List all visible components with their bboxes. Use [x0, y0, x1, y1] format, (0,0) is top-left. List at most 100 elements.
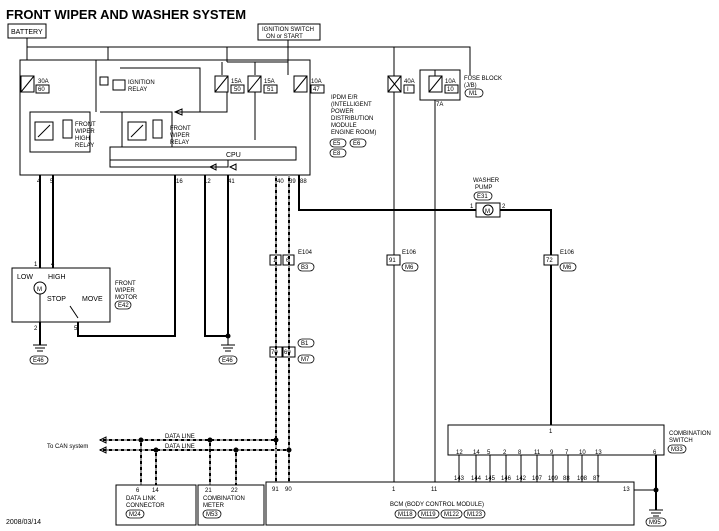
wiper-relay-label-1: FRONT: [170, 126, 191, 132]
ipdm-label-1: IPDM E/R: [331, 95, 358, 101]
bus-drops: [26, 47, 436, 76]
combo-upper-pin-8: 8: [518, 450, 522, 456]
combo-upper-pin-2: 2: [503, 450, 507, 456]
washer-pin1: 1: [470, 204, 474, 210]
e106b-pin: 72: [546, 258, 553, 264]
fuse-10a-10-no: 10: [447, 87, 454, 93]
conn-b3: B3: [301, 265, 309, 271]
combo-upper-pin-6: 6: [653, 450, 657, 456]
high-relay-label-4: RELAY: [75, 143, 94, 149]
fuse-10a-47-amp: 10A: [311, 79, 322, 85]
bcm-pin11: 11: [431, 487, 438, 493]
ground-e46b: E46: [222, 358, 233, 364]
meter-pin21: 21: [205, 488, 212, 494]
dlc-pin6: 6: [136, 488, 140, 494]
conn-m1-pill: [464, 88, 484, 98]
fuse-10a-10-no-box: [444, 84, 459, 94]
high-relay-box: [29, 111, 91, 153]
fuse-15a-51-no-box: [263, 84, 278, 94]
ground-e46b-wires: [204, 175, 229, 337]
conn-m33-pill: [667, 444, 687, 454]
can-splice-2: [286, 447, 292, 453]
ignition-relay-label1: IGNITION: [128, 80, 155, 86]
high-relay-label-2: WIPER: [75, 129, 95, 135]
fuse-feed: [221, 61, 288, 75]
conn-e31: E31: [477, 194, 488, 200]
e106b-pin-box: [543, 254, 559, 266]
ipdm-pin-40: 40: [277, 179, 284, 185]
high-relay-label-3: HIGH: [75, 136, 90, 142]
battery-bus-wire: [26, 38, 471, 76]
diagram-date: 2008/03/14: [6, 519, 41, 526]
motor-pin1: 1: [34, 262, 38, 268]
combo-upper-pin-12: 12: [456, 450, 463, 456]
fuse-block-box: [419, 69, 461, 101]
high-relay-label-1: FRONT: [75, 122, 96, 128]
diode-1-icon: [173, 108, 183, 116]
ipdm-label-2: (INTELLIGENT: [331, 102, 372, 108]
dlc-label2: CONNECTOR: [126, 503, 165, 509]
fuse-15a-51-amp: 15A: [264, 79, 275, 85]
fuse-40a-amp: 40A: [404, 79, 415, 85]
conn-m123-pill: [463, 509, 486, 519]
conn-e6-pill: [349, 138, 367, 148]
washer-motor-icon: [482, 204, 494, 216]
can-arrow-icon: [98, 436, 107, 454]
can-splice-1: [273, 437, 279, 443]
combo-upper-pin-14: 14: [473, 450, 480, 456]
ground-icon: [33, 344, 47, 352]
data-line-label-1: DATA LINE: [165, 434, 195, 440]
conn-m53: M53: [206, 512, 218, 518]
conn-m53-pill: [202, 509, 222, 519]
combo-upper-pin-10: 10: [579, 450, 586, 456]
ground-icon: [221, 344, 235, 352]
fuse-40a-no: I: [407, 87, 409, 93]
combo-pin-1: 1: [549, 429, 553, 435]
diagram-title: FRONT WIPER AND WASHER SYSTEM: [6, 7, 246, 22]
washer-label2: PUMP: [475, 185, 492, 191]
conn-e31-pill: [473, 191, 493, 201]
combo-switch-box: [447, 424, 665, 456]
combo-upper-pin-13: 13: [595, 450, 602, 456]
bcm-pin-87: 87: [593, 476, 600, 482]
combo-label1: COMBINATION: [669, 431, 711, 437]
bcm-pin13: 13: [623, 487, 630, 493]
e106a-pin-box: [386, 254, 401, 266]
cpu-label: CPU: [226, 152, 241, 159]
conn-e104-label: E104: [298, 250, 313, 256]
conn-e42: E42: [118, 303, 129, 309]
ipdm-label-6: ENGINE ROOM): [331, 130, 376, 136]
conn-m122-pill: [440, 509, 463, 519]
ipdm-pin-39: 39: [289, 179, 296, 185]
motor-pin2: 2: [34, 326, 38, 332]
wiper-relay-coil-icon: [152, 119, 163, 139]
ground-e46a: E46: [33, 358, 44, 364]
fuse-block-label2: (J/B): [464, 83, 477, 89]
m7-pin69: 69: [284, 350, 291, 356]
high-relay-coil-icon: [62, 119, 73, 139]
motor-pin5: 5: [74, 326, 78, 332]
cpu-box: [109, 146, 297, 161]
ipdm-box: [19, 59, 311, 176]
conn-m6a-pill: [401, 262, 419, 272]
dlc-pin14: 14: [152, 488, 159, 494]
e106a-pin: 91: [389, 258, 396, 264]
bcm-pin91: 91: [272, 487, 279, 493]
fuse-15a-50-no: 50: [234, 87, 241, 93]
conn-e106a-label: E106: [402, 250, 417, 256]
dlc-meter-drops: [140, 440, 237, 485]
to-can-label: To CAN system: [47, 444, 88, 450]
ipdm-pin-16: 16: [176, 179, 183, 185]
washer-motor-m: M: [485, 209, 490, 215]
washer-label1: WASHER: [473, 178, 500, 184]
motor-label-1: FRONT: [115, 281, 136, 287]
washer-pump-box: [475, 202, 501, 218]
ipdm-pin-12: 12: [204, 179, 211, 185]
conn-e42-pill: [114, 300, 132, 310]
meter-box: [197, 484, 265, 526]
bcm-label: BCM (BODY CONTROL MODULE): [390, 502, 484, 508]
fuse-40a-no-box: [403, 84, 415, 94]
conn-b1-pill: [297, 338, 315, 348]
